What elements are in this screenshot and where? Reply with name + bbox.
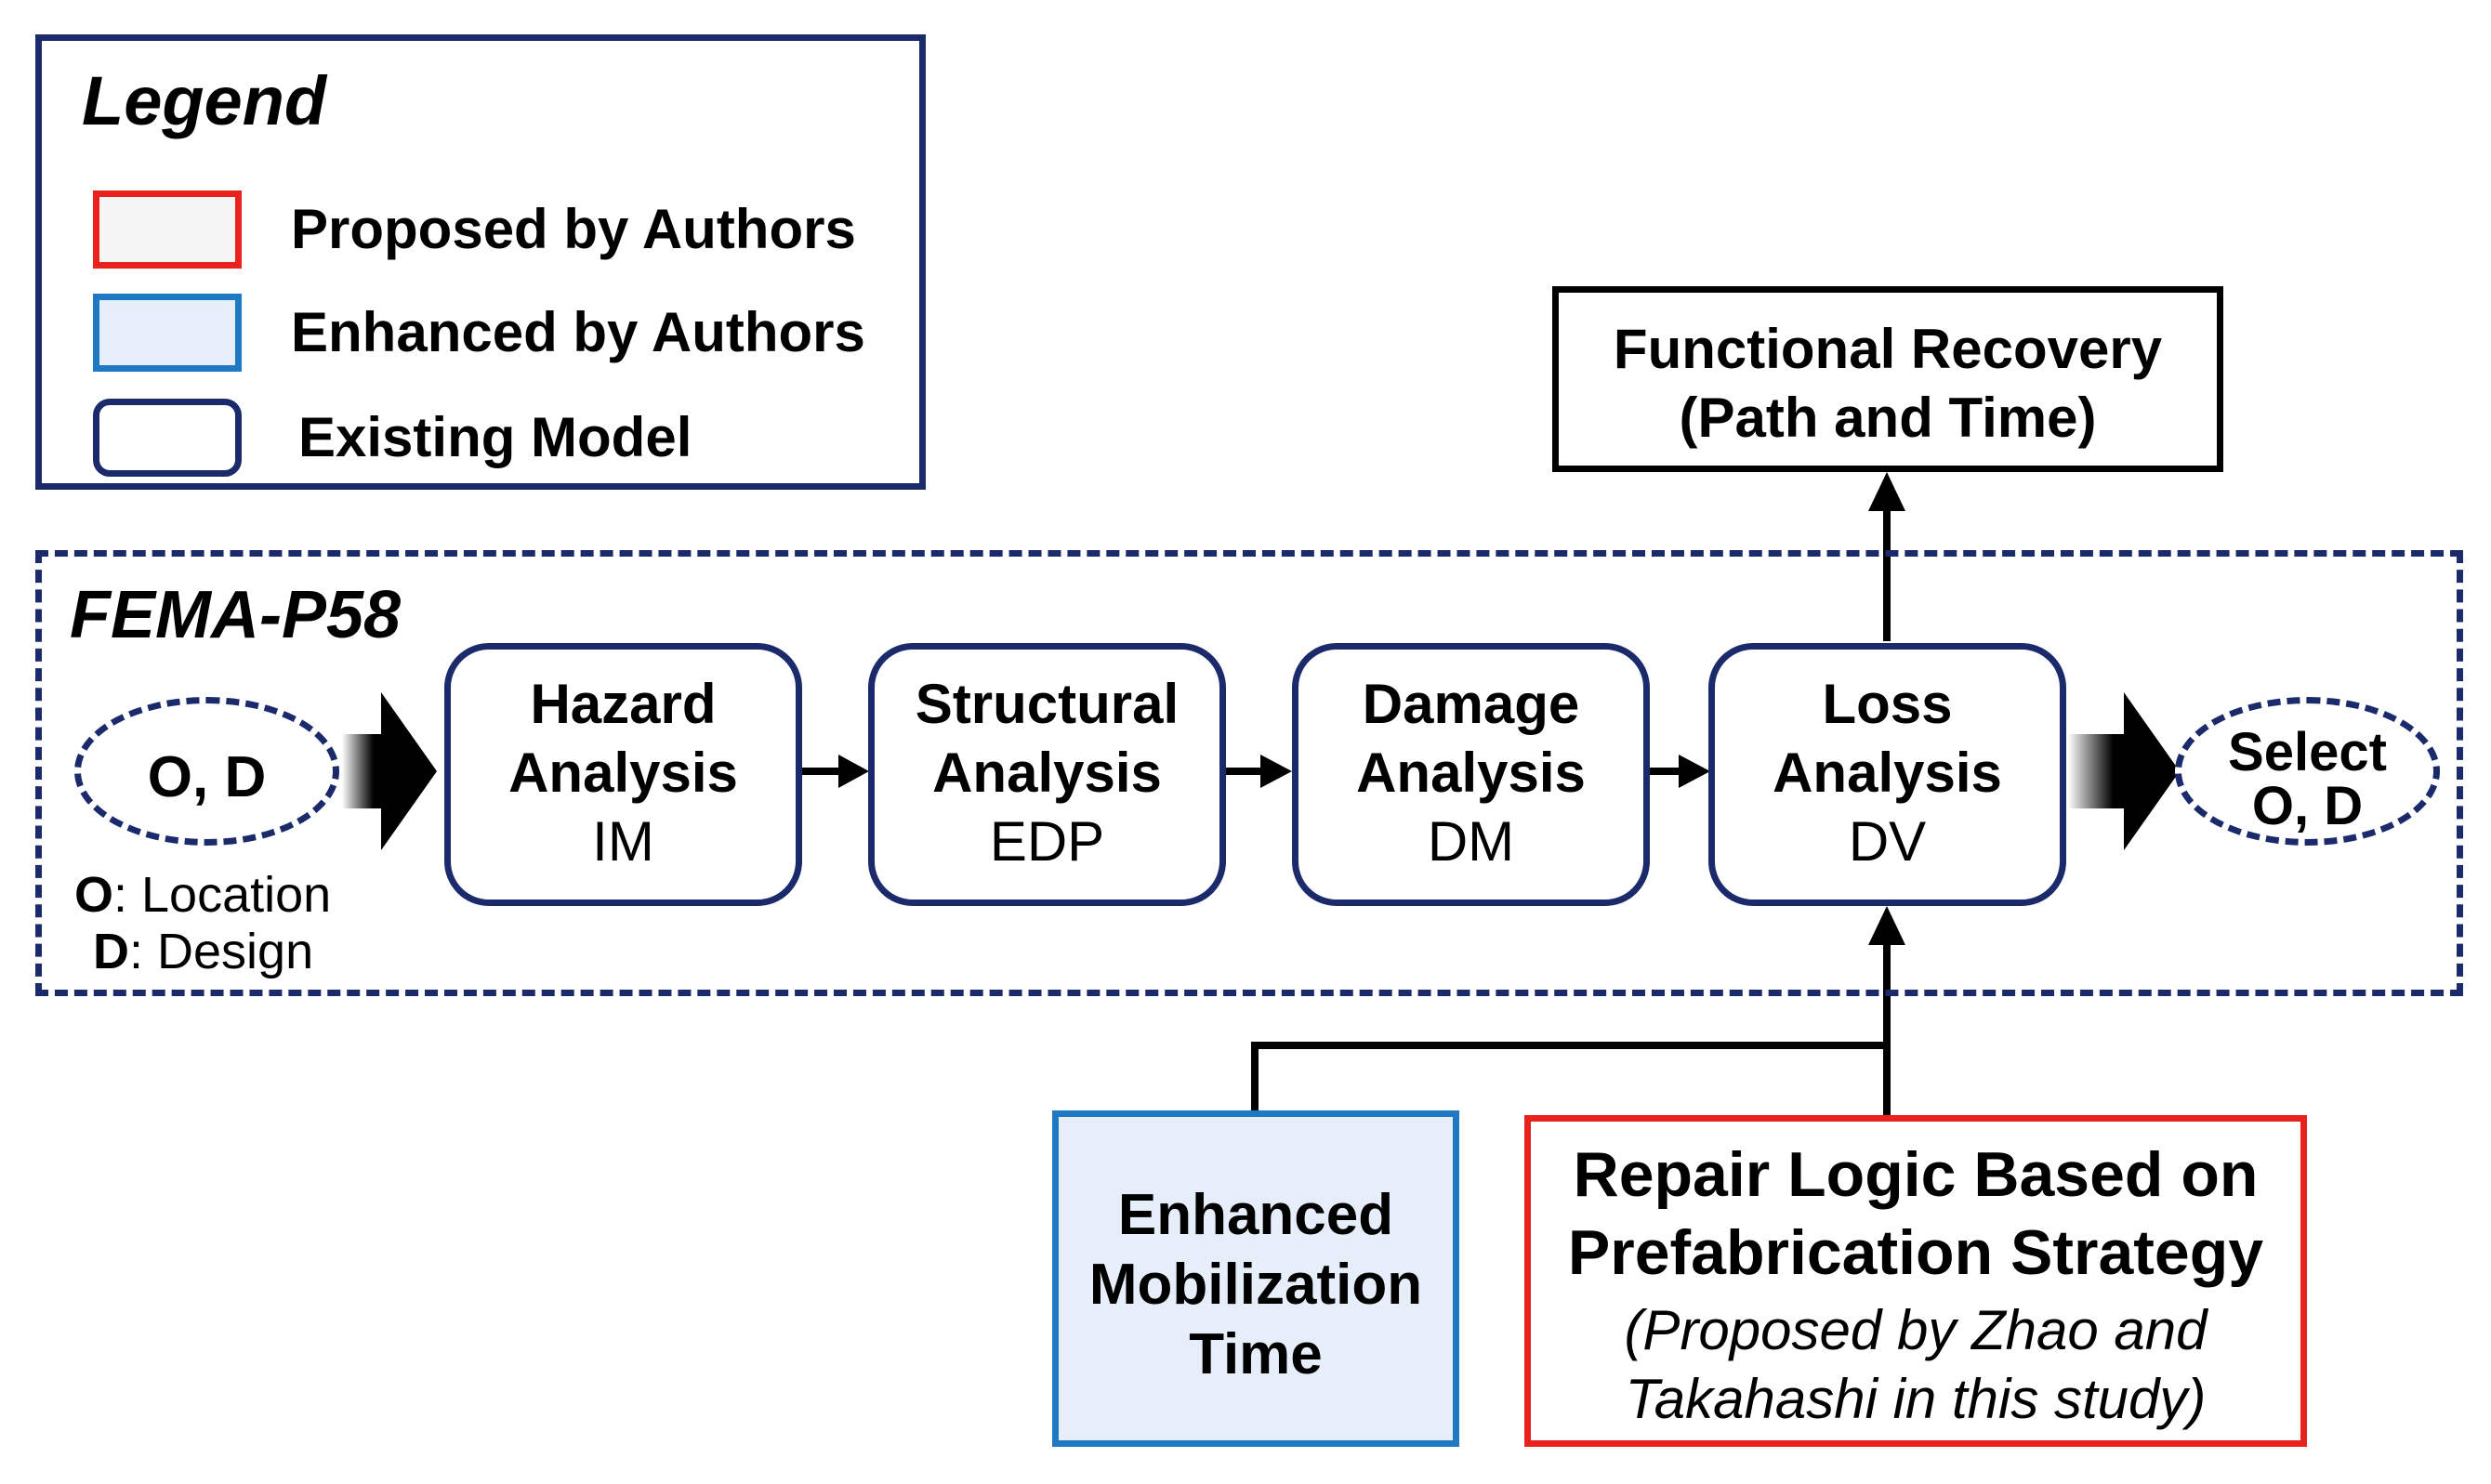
structural-abbr: EDP	[989, 810, 1105, 873]
legend-label-enhanced: Enhanced by Authors	[291, 301, 865, 363]
legend-swatch-enhanced	[93, 294, 242, 372]
arrow-damage-to-loss	[1649, 755, 1710, 788]
select-line1: Select	[2228, 722, 2387, 782]
note-d: D: Design	[93, 923, 313, 980]
input-od-label: O, D	[147, 745, 267, 809]
structural-line2: Analysis	[932, 742, 1162, 804]
hazard-line2: Analysis	[508, 742, 738, 804]
structural-analysis-box: Structural Analysis EDP	[868, 643, 1226, 906]
select-line2: O, D	[2251, 776, 2364, 836]
loss-abbr: DV	[1848, 810, 1927, 873]
arrow-inputs-to-loss	[1251, 906, 1905, 1115]
loss-line2: Analysis	[1773, 742, 2002, 804]
legend-swatch-proposed	[93, 190, 242, 269]
note-o-text: : Location	[113, 867, 332, 923]
legend-swatch-existing	[93, 399, 242, 477]
select-od-ellipse: Select O, D	[2175, 697, 2440, 846]
note-d-key: D	[93, 924, 129, 979]
mobilization-line1: Enhanced	[1117, 1183, 1394, 1247]
hazard-line1: Hazard	[530, 673, 717, 735]
legend-title: Legend	[82, 62, 327, 139]
hazard-analysis-box: Hazard Analysis IM	[444, 643, 802, 906]
structural-line1: Structural	[915, 673, 1180, 735]
output-block-arrow	[2068, 692, 2180, 850]
arrow-structural-to-damage	[1225, 755, 1292, 788]
note-d-text: : Design	[129, 924, 314, 979]
repair-line3: (Proposed by Zhao and	[1624, 1299, 2208, 1361]
input-od-ellipse: O, D	[74, 697, 339, 846]
fema-title: FEMA-P58	[70, 578, 402, 652]
note-o-key: O	[74, 867, 114, 923]
arrow-loss-to-recovery	[1868, 472, 1905, 641]
legend-label-existing: Existing Model	[298, 406, 692, 468]
damage-analysis-box: Damage Analysis DM	[1292, 643, 1650, 906]
legend-label-proposed: Proposed by Authors	[291, 198, 856, 260]
repair-line4: Takahashi in this study)	[1625, 1368, 2207, 1430]
loss-analysis-box: Loss Analysis DV	[1708, 643, 2066, 906]
arrow-hazard-to-structural	[801, 755, 869, 788]
mobilization-line3: Time	[1189, 1322, 1323, 1386]
recovery-line2: (Path and Time)	[1679, 387, 2097, 449]
fema-p58-frame: FEMA-P58	[35, 550, 2463, 996]
repair-line2: Prefabrication Strategy	[1567, 1217, 2264, 1288]
damage-line2: Analysis	[1356, 742, 1586, 804]
legend-panel: Legend Proposed by Authors Enhanced by A…	[35, 34, 926, 490]
hazard-abbr: IM	[592, 810, 654, 873]
functional-recovery-box: Functional Recovery (Path and Time)	[1552, 286, 2223, 472]
mobilization-line2: Mobilization	[1088, 1253, 1423, 1317]
note-o: O: Location	[74, 866, 331, 924]
damage-line1: Damage	[1362, 673, 1580, 735]
enhanced-mobilization-box: Enhanced Mobilization Time	[1052, 1110, 1459, 1447]
damage-abbr: DM	[1427, 810, 1515, 873]
recovery-line1: Functional Recovery	[1613, 318, 2163, 380]
repair-line1: Repair Logic Based on	[1573, 1139, 2259, 1210]
input-block-arrow	[342, 692, 437, 850]
loss-line1: Loss	[1822, 673, 1953, 735]
repair-logic-box: Repair Logic Based on Prefabrication Str…	[1524, 1115, 2307, 1447]
